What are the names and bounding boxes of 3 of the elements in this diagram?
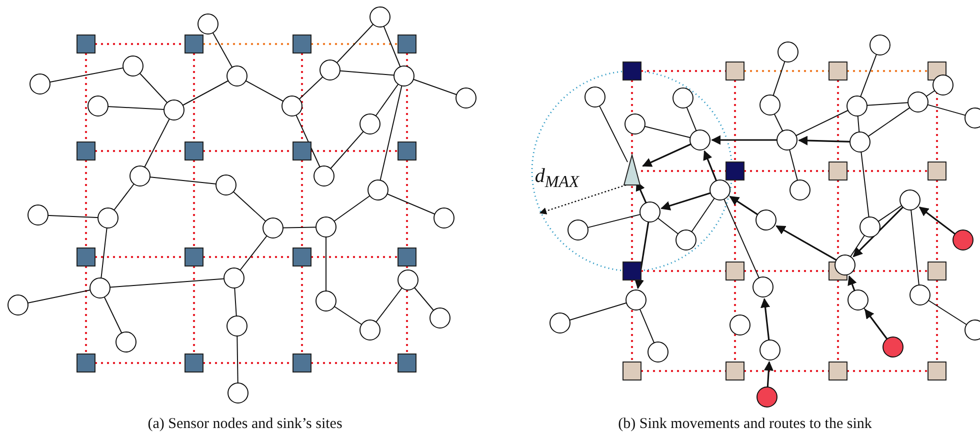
distance-label: d$_{MAX}$ [534, 165, 580, 192]
panel-caption: (a) Sensor nodes and sink’s sites [148, 416, 342, 433]
panel-caption: (b) Sink movements and routes to the sink [618, 416, 872, 433]
